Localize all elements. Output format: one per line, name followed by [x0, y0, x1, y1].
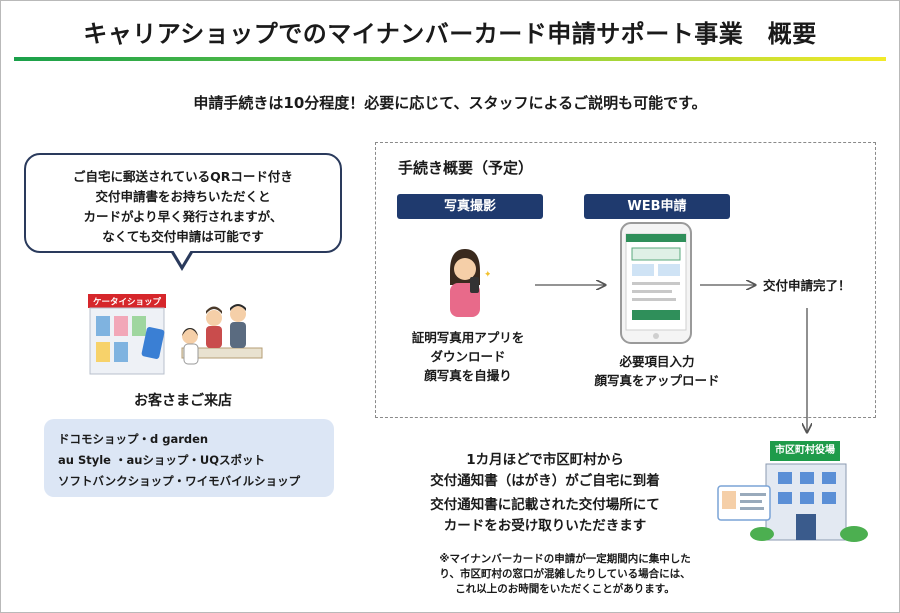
selfie-person-illustration: ✦: [450, 249, 490, 317]
notice-line: 1カ月ほどで市区町村から: [466, 452, 624, 468]
photo-step-caption: 証明写真用アプリを ダウンロード 顔写真を自撮り: [386, 328, 550, 385]
cityhall-illustration: [717, 463, 868, 542]
shop-list-box: ドコモショップ・d garden au Style ・auショップ・UQスポット…: [44, 419, 334, 497]
bubble-line: 交付申請書をお持ちいただくと: [95, 189, 271, 204]
notice-line: カードをお受け取りいただきます: [443, 518, 647, 534]
caption-line: 顔写真を自撮り: [424, 368, 512, 383]
footnote-line: ※マイナンバーカードの申請が一定期間内に集中した: [439, 553, 691, 565]
notice-pickup: 交付通知書に記載された交付場所にて カードをお受け取りいただきます: [400, 495, 690, 537]
title-underline: [14, 57, 886, 61]
shop-list-item: ドコモショップ・d garden: [58, 432, 209, 446]
lead-text: 申請手続きは10分程度！必要に応じて、スタッフによるご説明も可能です。: [193, 94, 707, 112]
notice-line: 交付通知書に記載された交付場所にて: [430, 497, 660, 513]
shop-list-item: ソフトバンクショップ・ワイモバイルショップ: [58, 474, 301, 488]
bubble-line: なくても交付申請は可能です: [102, 229, 264, 244]
notice-line: 交付通知書（はがき）がご自宅に到着: [430, 473, 660, 489]
process-box: [375, 142, 876, 418]
footnote-line: これ以上のお時間をいただくことがあります。: [455, 583, 675, 595]
web-step-caption: 必要項目入力 顔写真をアップロード: [570, 352, 744, 390]
smartphone-illustration: [620, 222, 692, 344]
caption-line: 必要項目入力: [619, 354, 695, 369]
caption-line: ダウンロード: [430, 349, 506, 364]
application-complete-label: 交付申請完了！: [763, 278, 851, 293]
bubble-line: ご自宅に郵送されているQRコード付き: [73, 169, 293, 184]
shop-list-item: au Style ・auショップ・UQスポット: [58, 453, 266, 467]
notice-arrival: 1カ月ほどで市区町村から 交付通知書（はがき）がご自宅に到着: [400, 450, 690, 492]
step-label-web: WEB申請: [584, 194, 730, 219]
shop-sign-text: ケータイショップ: [93, 297, 162, 308]
visit-label: お客さまご来店: [134, 393, 232, 409]
footnote-line: り、市区町村の窓口が混雑したりしている場合には、: [439, 568, 691, 580]
caption-line: 顔写真をアップロード: [594, 373, 720, 388]
footnote: ※マイナンバーカードの申請が一定期間内に集中した り、市区町村の窓口が混雑したり…: [400, 552, 730, 597]
cityhall-sign: 市区町村役場: [770, 441, 840, 461]
speech-bubble: ご自宅に郵送されているQRコード付き 交付申請書をお持ちいただくと カードがより…: [24, 153, 342, 253]
step-label-photo: 写真撮影: [397, 194, 543, 219]
process-title: 手続き概要（予定）: [398, 159, 534, 177]
bubble-line: カードがより早く発行されますが、: [83, 209, 283, 224]
page-title: キャリアショップでのマイナンバーカード申請サポート事業 概要: [83, 20, 817, 48]
svg-text:✦: ✦: [484, 270, 490, 280]
shop-illustration: ケータイショップ: [88, 294, 263, 375]
caption-line: 証明写真用アプリを: [411, 330, 525, 345]
